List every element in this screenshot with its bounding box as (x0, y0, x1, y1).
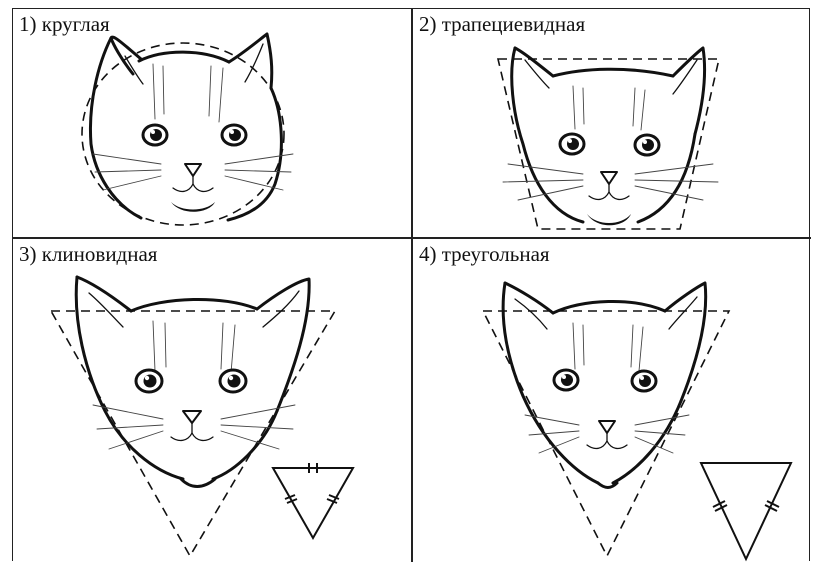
panel-triangular: 4) треугольная (413, 239, 811, 562)
round-cat-head-icon (13, 9, 411, 237)
panel-wedge: 3) клиновидная (13, 239, 411, 562)
reference-triangle-icon (701, 463, 791, 559)
reference-triangle-icon (273, 463, 353, 538)
panel-trapezoid: 2) трапециевидная (413, 9, 811, 237)
trapezoid-guide (498, 59, 719, 229)
triangular-guide-triangle (483, 311, 729, 556)
wedge-cat-head-icon (13, 239, 411, 562)
triangular-cat-head-icon (413, 239, 811, 562)
round-guide-circle (82, 43, 284, 225)
panel-round: 1) круглая (13, 9, 411, 237)
trapezoid-cat-head-icon (413, 9, 811, 237)
head-shape-grid: 1) круглая (12, 8, 810, 561)
